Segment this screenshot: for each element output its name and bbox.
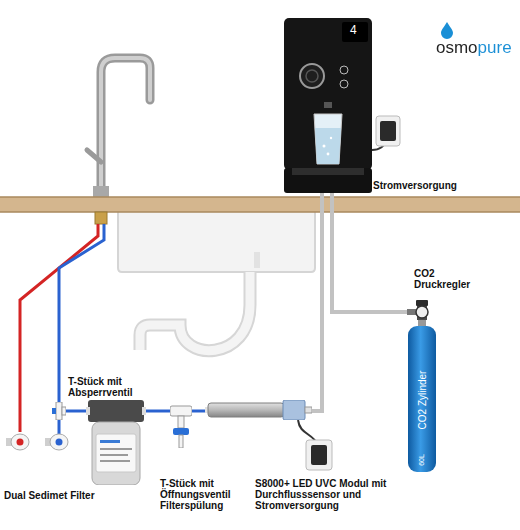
shutoff-handle [52, 408, 56, 414]
pressure-gauge [416, 306, 428, 318]
component-label: CO2 Druckregler [414, 268, 478, 290]
valve-handle [173, 428, 189, 435]
sticker-stripe [100, 454, 128, 456]
logo-drop [441, 22, 453, 39]
filter-sticker [96, 434, 136, 472]
faucet-lever [87, 150, 101, 162]
dispenser-body [284, 18, 372, 170]
valve-stem [178, 416, 184, 428]
component-label: T-Stück mit Absperrventil [68, 376, 140, 398]
sticker-stripe [100, 460, 130, 462]
button [340, 66, 348, 74]
t-piece-outlet [62, 407, 66, 415]
display-digit: 4 [350, 24, 357, 37]
flush-valve-drawing [170, 402, 192, 448]
cylinder-print: 60L [418, 454, 426, 466]
water [315, 128, 341, 164]
sediment-filter: Dual Sedimet Filter [86, 400, 146, 485]
t-piece-drawing [52, 402, 66, 420]
dispenser-base [284, 168, 372, 193]
flush-outlet [179, 435, 183, 448]
cold-water-hose [58, 420, 61, 434]
drip-tray [292, 168, 364, 175]
water-pipe [192, 410, 205, 413]
brass-connector [95, 212, 107, 224]
angle-valve [11, 434, 29, 450]
filter-inlet [86, 407, 90, 415]
uvc-module: S8000+ LED UVC Modul mit Durchflusssenso… [205, 400, 312, 420]
component-label: S8000+ LED UVC Modul mit Durchflusssenso… [255, 478, 395, 511]
water-pipe [146, 410, 170, 413]
co2-line [332, 193, 407, 312]
bubble [330, 137, 332, 139]
power-label: Stromversorgung [373, 180, 457, 191]
faucet-highlight [101, 58, 150, 196]
wall-socket [376, 116, 400, 146]
regulator-knob [416, 300, 428, 306]
display [342, 22, 368, 42]
bubble [323, 145, 326, 148]
component-label: T-Stück mit Öffnungsventil Filterspülung [160, 478, 244, 511]
cold-water-hose [59, 224, 104, 402]
valve-cap-hot [17, 439, 24, 446]
co2-cylinder: CO2 DruckreglerCO2 Zylinder60L [407, 300, 437, 472]
nozzle [324, 102, 332, 108]
uvc-tube [208, 403, 284, 417]
sticker-stripe [100, 440, 120, 443]
t-piece-body [170, 406, 192, 416]
bubble [327, 153, 330, 156]
dispenser-drawing [284, 18, 372, 193]
wall-socket [306, 440, 332, 470]
flow-sensor [283, 400, 305, 420]
filter-drawing [86, 400, 146, 485]
glass [314, 114, 342, 164]
countertop [0, 197, 520, 212]
power-plug [311, 445, 327, 465]
cylinder-body [408, 326, 436, 472]
dial [300, 64, 324, 88]
water-dispenser: 4 [284, 18, 372, 193]
water-line [312, 193, 322, 411]
cylinder-print: CO2 Zylinder [417, 371, 428, 430]
uvc-outlet [305, 407, 312, 413]
t-piece-flush-valve: T-Stück mit Öffnungsventil Filterspülung [170, 402, 192, 448]
angle-valve [50, 434, 68, 450]
power-plug [380, 121, 396, 141]
filter-housing [92, 422, 140, 485]
cylinder-neck [418, 320, 426, 326]
sink-basin [118, 212, 315, 272]
button [340, 80, 348, 88]
filter-outlet [142, 407, 146, 415]
uvc-drawing [205, 400, 312, 420]
faucet [101, 58, 150, 196]
component-label: Dual Sedimet Filter [4, 490, 95, 501]
sink-overflow [254, 252, 260, 268]
filter-head [88, 400, 144, 422]
sticker-stripe [100, 448, 132, 450]
drain-trap-outline [140, 272, 250, 351]
drain-trap [140, 272, 250, 351]
t-piece-shutoff: T-Stück mit Absperrventil [52, 402, 66, 420]
regulator-body [417, 306, 427, 320]
faucet-base [93, 186, 109, 197]
t-piece-body [56, 402, 62, 420]
water-pipe [66, 410, 86, 413]
dial-ring [306, 70, 318, 82]
valve-cap-cold [56, 439, 63, 446]
brand-logo: osmopure [436, 38, 512, 57]
